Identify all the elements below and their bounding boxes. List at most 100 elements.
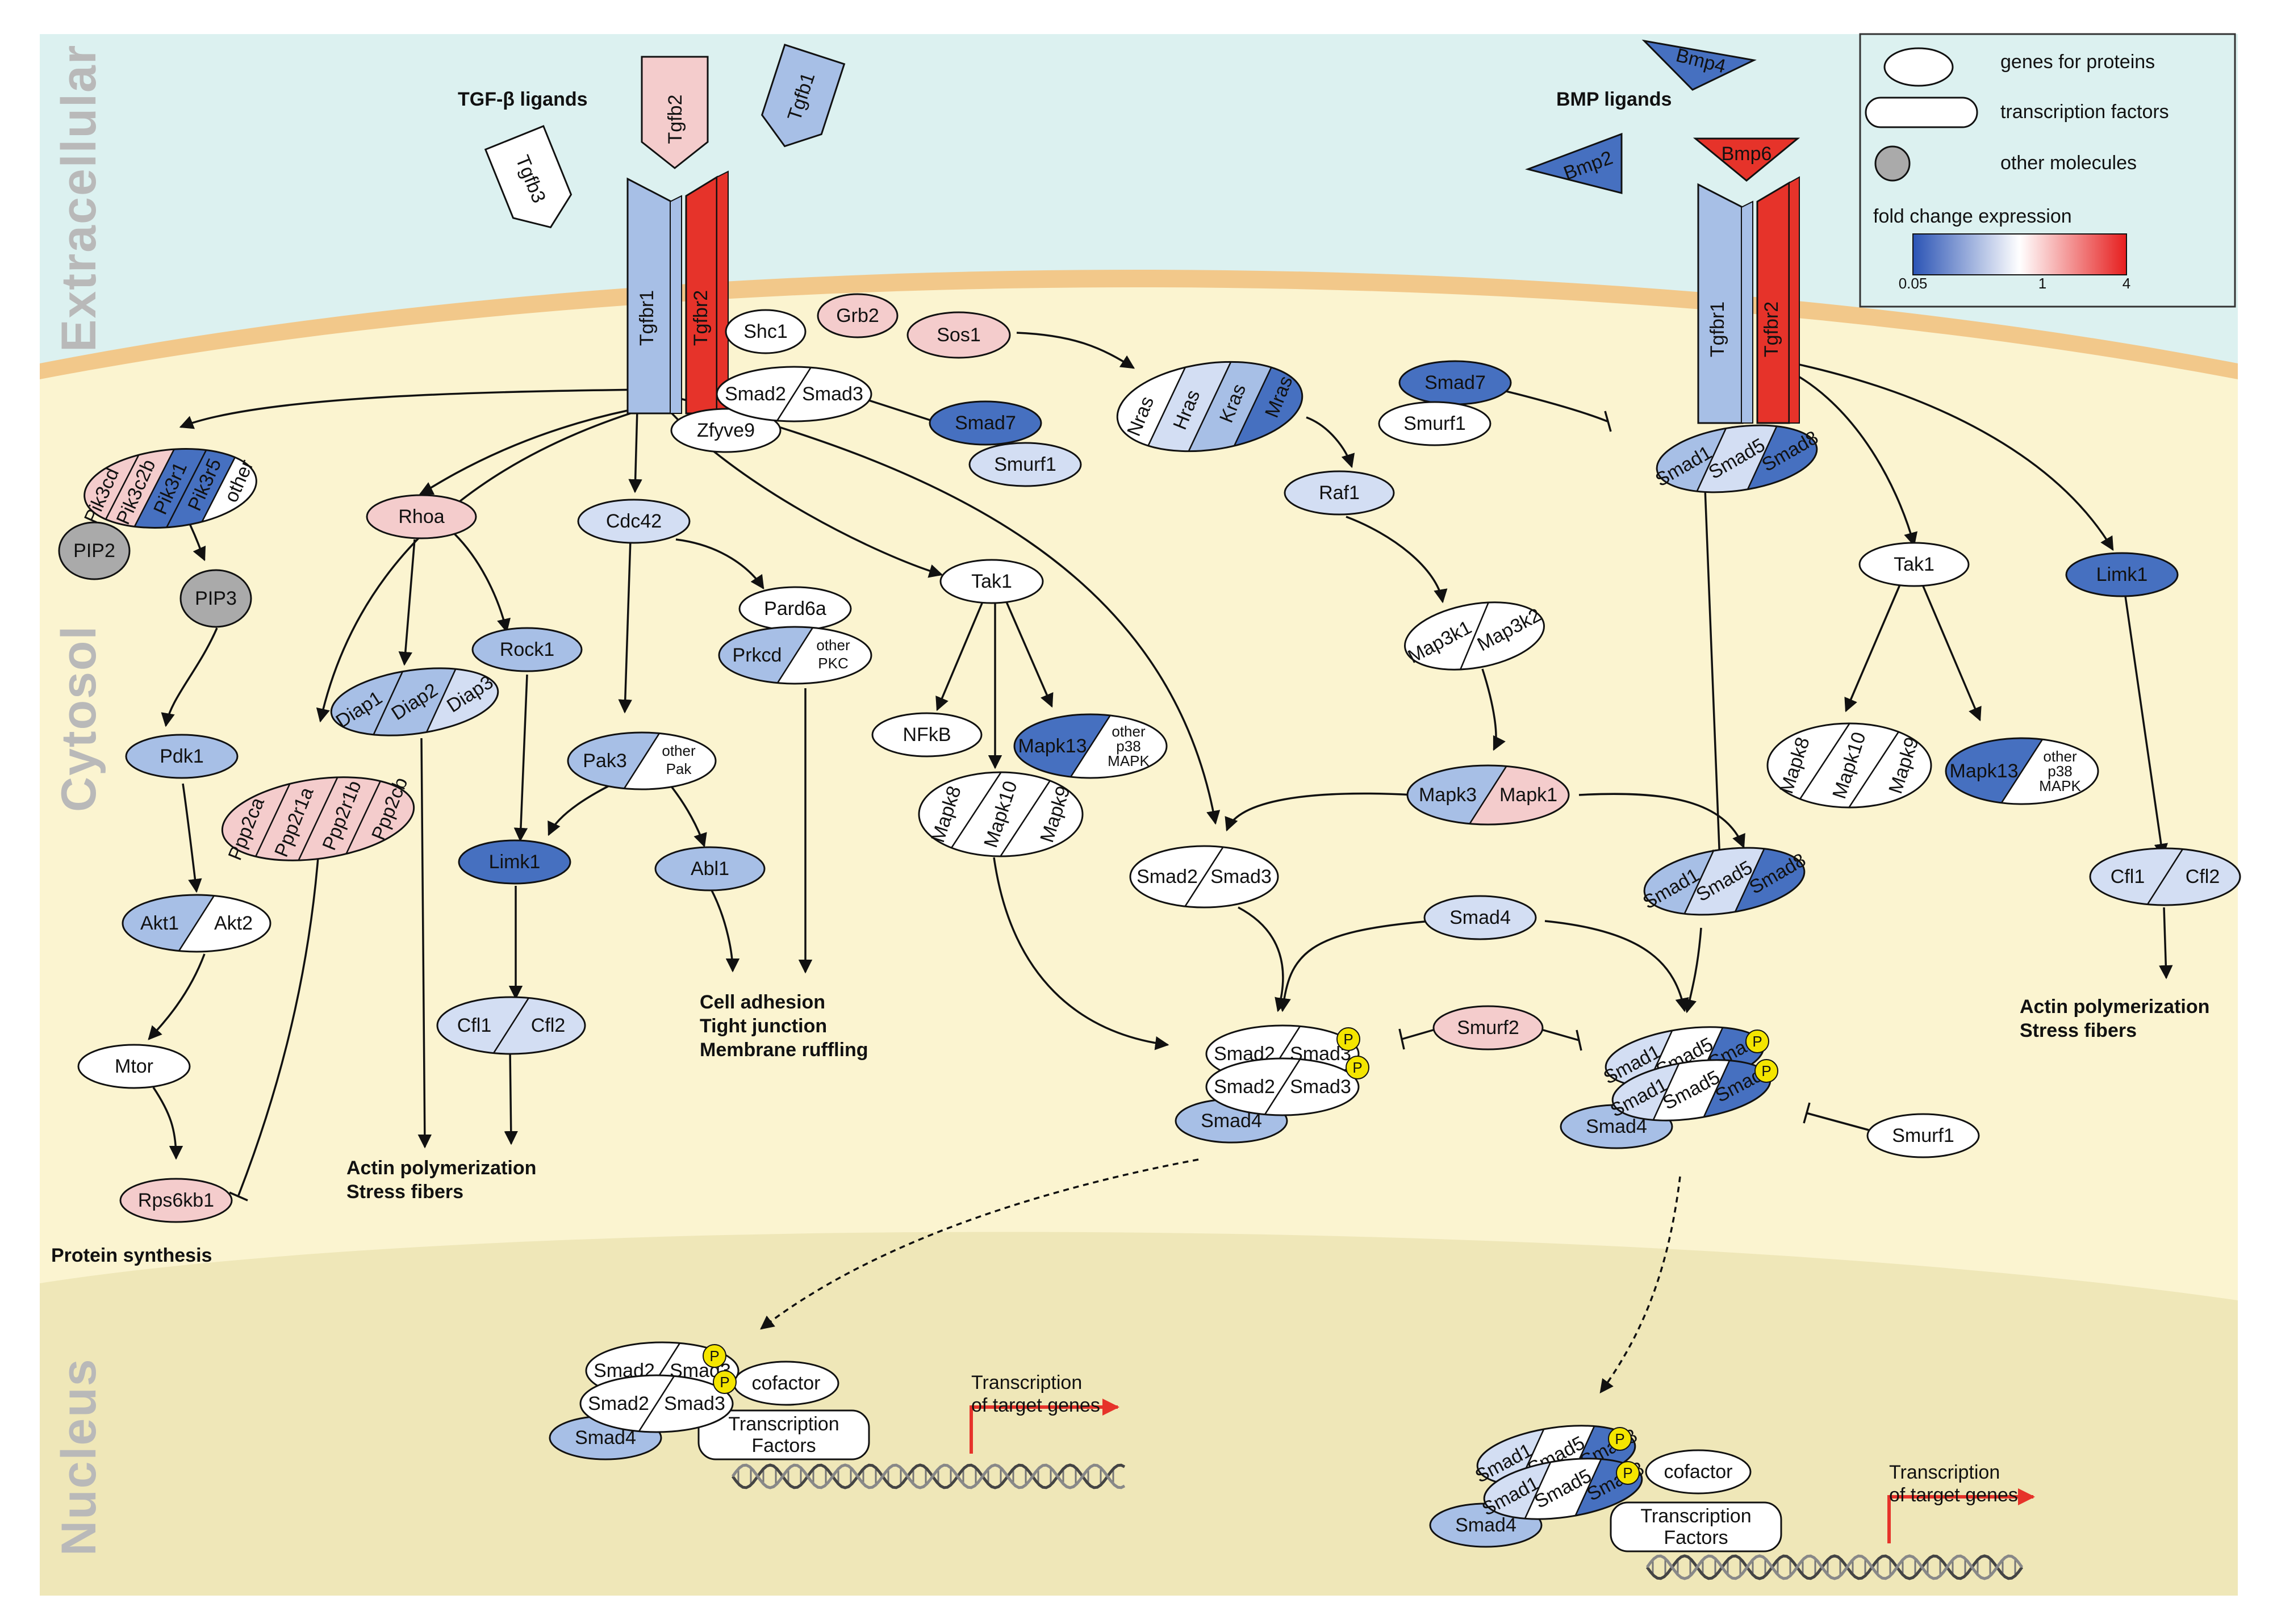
tgf-receptor-complex: Tgfbr1 Tgfbr2 [626,170,729,415]
node-smad4-bmp-complex-label: Smad4 [1586,1116,1647,1137]
node-smurf1-bmp-bottom: Smurf1 [1866,1113,1980,1158]
dna-layer [731,1463,2024,1580]
split-pak-seg-2-b: Pak [666,760,692,777]
node-cofactor-bmp: cofactor [1645,1449,1752,1495]
split-smad23-complex-front-seg-2: Smad3 [1290,1076,1351,1098]
node-cofactor-tgf: cofactor [733,1361,839,1406]
split-smad2-smad3-receptor-seg-1: Smad2 [725,383,786,405]
phosphate-badge: P [1754,1059,1778,1083]
dna-helix-bmp [1645,1554,2024,1580]
node-mtor-label: Mtor [115,1056,153,1077]
node-rhoa: Rhoa [366,494,477,539]
node-rps6kb1-label: Rps6kb1 [138,1190,214,1211]
phosphate-badge-label-1: P [1343,1031,1353,1048]
node-cdc42-label: Cdc42 [606,510,662,532]
phosphate-badge: P [1336,1027,1360,1051]
phosphate-badge-label-2: P [1352,1059,1362,1076]
node-shc1: Shc1 [725,309,807,354]
node-rock1: Rock1 [471,627,583,672]
node-limk1-left-label: Limk1 [489,851,541,873]
legend-scale-min: 0.05 [1899,275,1928,292]
node-smad7-tgf: Smad7 [929,400,1042,446]
phosphate-badge-label-5: P [709,1347,719,1365]
node-nfkb: NFkB [871,712,983,757]
node-smurf2: Smurf2 [1432,1005,1544,1050]
split-cfl-right-seg-1: Cfl1 [2111,866,2145,888]
legend-scale-mid: 1 [2038,275,2046,292]
phosphate-badge-label-6: P [720,1374,729,1391]
node-smurf2-label: Smurf2 [1457,1017,1519,1039]
node-raf1-label: Raf1 [1319,482,1360,504]
node-mtor: Mtor [77,1044,191,1089]
split-cfl-left-seg-1: Cfl1 [457,1015,491,1036]
legend: genes for proteins transcription factors… [1859,33,2236,308]
node-smad4-cytosol: Smad4 [1423,895,1537,940]
node-sos1-label: Sos1 [937,324,981,346]
split-cfl-right-seg-2: Cfl2 [2186,866,2220,888]
outcome-stress-fibers-2: Stress fibers [2020,1020,2137,1041]
ligand-tgfb2: Tgfb2 [641,56,709,169]
ligand-tgfb3: Tgfb3 [484,125,573,229]
node-shc1-label: Shc1 [743,321,788,342]
transcription-label-1b: of target genes [971,1395,1100,1416]
node-pip2: PIP2 [58,521,131,580]
node-cofactor-bmp-label: cofactor [1664,1461,1733,1483]
node-tak1-tgf: Tak1 [939,559,1044,604]
node-rock1-label: Rock1 [500,639,554,660]
phosphate-badge-label-3: P [1752,1033,1762,1050]
node-pard6a: Pard6a [738,586,852,631]
split-cfl-left-seg-2: Cfl2 [531,1015,565,1036]
node-pip3-label: PIP3 [195,588,237,609]
dna-helix-tgf [731,1463,1126,1489]
legend-scale-max: 4 [2123,275,2130,292]
node-smurf1-tgf-label: Smurf1 [994,454,1056,475]
node-sos1: Sos1 [906,311,1011,359]
tgf-receptor-tgfbr1-label: Tgfbr1 [636,290,658,346]
legend-molecule-swatch [1874,145,1911,182]
ligand-bmp6-label: Bmp6 [1722,143,1772,165]
bmp-receptor-complex: Tgfbr1 Tgfbr2 [1697,176,1800,424]
split-p38-bmp-seg-2-b: p38 [2048,763,2072,780]
node-cdc42: Cdc42 [577,499,691,544]
node-smad4-cytosol-label: Smad4 [1449,907,1511,928]
node-zfyve9-label: Zfyve9 [697,420,755,441]
ligand-tgfb1: Tgfb1 [761,43,846,148]
split-pak-seg-2: other [662,742,696,759]
transcription-factors-tf-bmp-label-1: Transcription [1640,1505,1751,1527]
node-grb2-label: Grb2 [836,305,879,327]
node-grb2: Grb2 [817,293,899,338]
split-smad23-nucleus-front-seg-1: Smad2 [588,1393,649,1414]
node-limk1-right-label: Limk1 [2096,564,2148,585]
tgf-receptor-tgfbr2-label: Tgfbr2 [690,290,712,346]
split-smad23-nucleus-front-seg-2: Smad3 [664,1393,725,1414]
node-tak1-bmp: Tak1 [1858,542,1970,587]
phosphate-badge: P [1346,1056,1369,1079]
split-akt-seg-2: Akt2 [214,913,253,934]
split-p38-bmp-seg-2: other [2043,748,2077,765]
transcription-label-1a: Transcription [971,1372,1082,1393]
phosphate-badge-label-4: P [1761,1062,1771,1079]
outcome-stress-fibers-1: Stress fibers [346,1181,463,1203]
node-abl1-label: Abl1 [691,858,729,880]
region-title-extracellular: Extracellular [52,44,106,352]
node-pdk1: Pdk1 [125,734,239,779]
split-p38-tgf-seg-2-b: p38 [1116,738,1140,755]
phosphate-badge: P [1608,1427,1632,1451]
node-limk1-right: Limk1 [2065,552,2179,597]
bmp-receptor-tgfbr2-label: Tgfbr2 [1761,302,1782,357]
split-pkc-seg-1: Prkcd [733,644,782,666]
node-smurf1-tgf: Smurf1 [968,442,1082,487]
node-pard6a-label: Pard6a [764,598,826,620]
phosphate-badge-label-7: P [1615,1430,1624,1447]
node-rps6kb1: Rps6kb1 [119,1178,233,1223]
